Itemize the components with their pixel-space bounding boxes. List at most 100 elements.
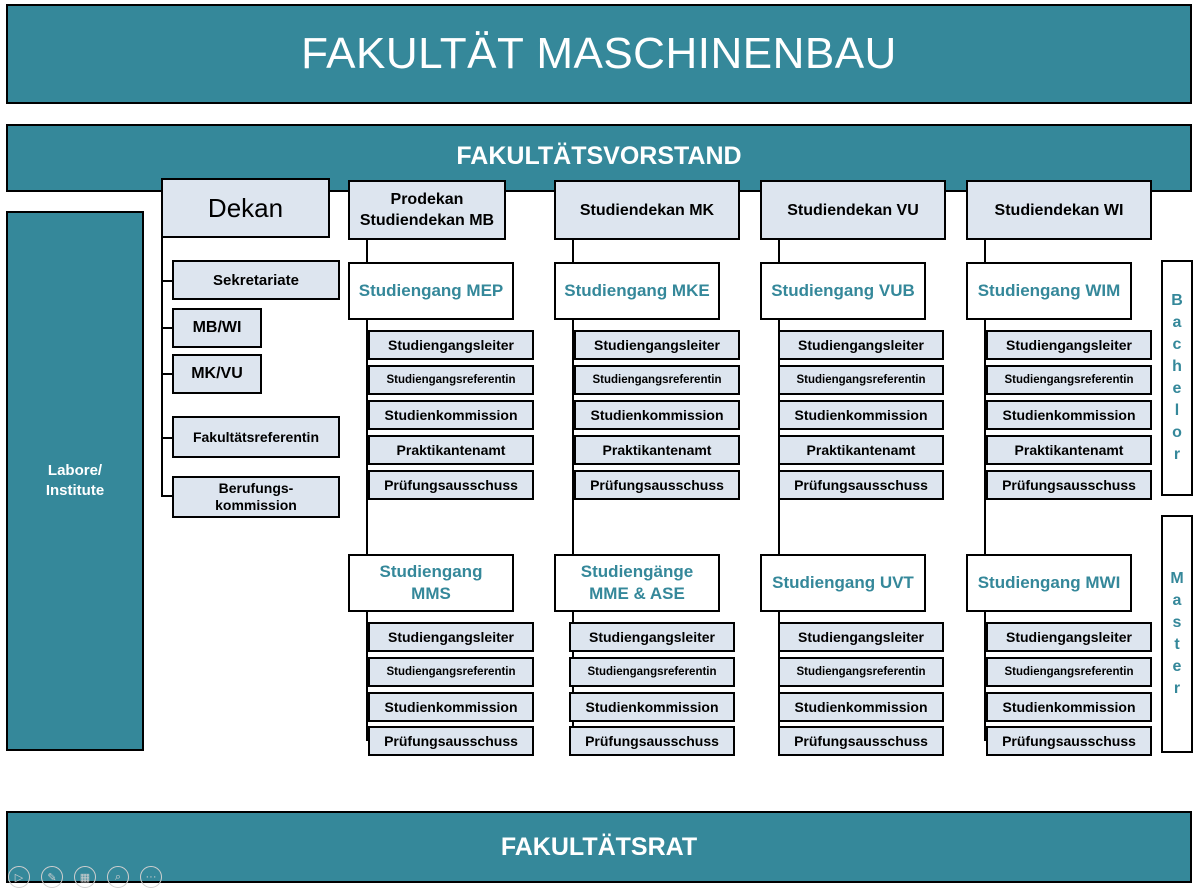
role-studienkommission: Studienkommission (778, 692, 944, 722)
bachelor-program-2-line-1: Studiengang MKE (564, 281, 710, 300)
role-studiengangsleiter: Studiengangsleiter (778, 330, 944, 360)
role-studiengangsreferentin: Studiengangsreferentin (986, 657, 1152, 687)
role-studiengangsreferentin: Studiengangsreferentin (574, 365, 740, 395)
bachelor-letters-letter: r (1173, 446, 1181, 463)
sekretariate-box: Sekretariate (172, 260, 340, 300)
studiendekan-header-2-line-1: Studiendekan MK (579, 201, 715, 219)
mbwi-label: MB/WI (192, 319, 242, 336)
master-program-4: Studiengang MWI (966, 554, 1132, 612)
studiendekan-header-2: Studiendekan MK (554, 180, 740, 240)
studiendekan-header-1-line-2: Studiendekan MB (359, 212, 495, 229)
master-program-1-line-2: MMS (411, 584, 451, 603)
connector (161, 495, 173, 497)
role-studiengangsreferentin: Studiengangsreferentin (368, 657, 534, 687)
bachelor-letters-letter: h (1172, 358, 1182, 375)
slides-icon[interactable]: ▦ (74, 866, 96, 888)
bachelor-program-2: Studiengang MKE (554, 262, 720, 320)
bachelor-letters-letter: o (1172, 424, 1182, 441)
bachelor-letters-letter: a (1172, 314, 1182, 331)
studiendekan-header-3: Studiendekan VU (760, 180, 946, 240)
role-studienkommission: Studienkommission (368, 692, 534, 722)
role-pruefungsausschuss: Prüfungsausschuss (368, 470, 534, 500)
master-program-3-line-1: Studiengang UVT (772, 573, 914, 592)
master-letters-letter: a (1172, 592, 1182, 609)
master-program-3: Studiengang UVT (760, 554, 926, 612)
labore-line-1: Labore/ (47, 462, 103, 479)
studiendekan-header-4: Studiendekan WI (966, 180, 1152, 240)
bachelor-letters-letter: e (1172, 380, 1182, 397)
master-letters-letter: t (1174, 636, 1180, 653)
role-studiengangsleiter: Studiengangsleiter (574, 330, 740, 360)
column-connector (984, 240, 986, 741)
role-studiengangsleiter: Studiengangsleiter (986, 622, 1152, 652)
role-pruefungsausschuss: Prüfungsausschuss (986, 470, 1152, 500)
role-praktikantenamt: Praktikantenamt (778, 435, 944, 465)
role-studiengangsleiter: Studiengangsleiter (368, 330, 534, 360)
bachelor-letters-letter: c (1172, 336, 1182, 353)
more-icon[interactable]: ··· (140, 866, 162, 888)
role-pruefungsausschuss: Prüfungsausschuss (574, 470, 740, 500)
vorstand-title: FAKULTÄTSVORSTAND (456, 142, 742, 170)
bachelor-program-1: Studiengang MEP (348, 262, 514, 320)
studiendekan-header-1-line-1: Prodekan (390, 191, 464, 208)
mkvu-box: MK/VU (172, 354, 262, 394)
master-program-2-line-1: Studiengänge (580, 562, 694, 581)
role-studienkommission: Studienkommission (986, 692, 1152, 722)
role-pruefungsausschuss: Prüfungsausschuss (569, 726, 735, 756)
role-studiengangsreferentin: Studiengangsreferentin (569, 657, 735, 687)
role-pruefungsausschuss: Prüfungsausschuss (778, 470, 944, 500)
bachelor-program-3: Studiengang VUB (760, 262, 926, 320)
dekan-connector (161, 238, 163, 495)
master-letters-letter: r (1173, 680, 1181, 697)
master-program-2-line-2: MME & ASE (589, 584, 685, 603)
zoom-icon[interactable]: ⌕ (107, 866, 129, 888)
role-studiengangsleiter: Studiengangsleiter (986, 330, 1152, 360)
role-pruefungsausschuss: Prüfungsausschuss (368, 726, 534, 756)
role-studiengangsreferentin: Studiengangsreferentin (368, 365, 534, 395)
role-studienkommission: Studienkommission (574, 400, 740, 430)
berufung-line-2: kommission (215, 497, 297, 513)
labore-line-2: Institute (45, 482, 105, 499)
role-studienkommission: Studienkommission (778, 400, 944, 430)
rat-banner: FAKULTÄTSRAT (6, 811, 1192, 883)
bachelor-program-4-line-1: Studiengang WIM (977, 281, 1121, 300)
fakref-box: Fakultätsreferentin (172, 416, 340, 458)
mbwi-box: MB/WI (172, 308, 262, 348)
bachelor-program-4: Studiengang WIM (966, 262, 1132, 320)
role-studiengangsreferentin: Studiengangsreferentin (778, 657, 944, 687)
master-program-4-line-1: Studiengang MWI (977, 573, 1121, 592)
faculty-title: FAKULTÄT MASCHINENBAU (301, 29, 897, 78)
role-studienkommission: Studienkommission (569, 692, 735, 722)
rat-title: FAKULTÄTSRAT (500, 832, 698, 861)
pen-icon[interactable]: ✎ (41, 866, 63, 888)
play-icon[interactable]: ▷ (8, 866, 30, 888)
sekretariate-label: Sekretariate (213, 271, 299, 289)
master-letters-letter: e (1172, 658, 1182, 675)
role-studiengangsreferentin: Studiengangsreferentin (986, 365, 1152, 395)
mkvu-label: MK/VU (191, 365, 243, 382)
column-connector (572, 240, 574, 741)
bachelor-program-1-line-1: Studiengang MEP (358, 281, 504, 300)
role-praktikantenamt: Praktikantenamt (986, 435, 1152, 465)
fakref-label: Fakultätsreferentin (192, 429, 320, 445)
role-praktikantenamt: Praktikantenamt (574, 435, 740, 465)
role-studienkommission: Studienkommission (368, 400, 534, 430)
connector (161, 280, 173, 282)
master-letters-letter: s (1172, 614, 1182, 631)
column-connector (366, 240, 368, 741)
bachelor-letters-letter: B (1171, 292, 1183, 309)
studiendekan-header-3-line-1: Studiendekan VU (787, 201, 919, 219)
role-praktikantenamt: Praktikantenamt (368, 435, 534, 465)
role-studiengangsreferentin: Studiengangsreferentin (778, 365, 944, 395)
role-studiengangsleiter: Studiengangsleiter (368, 622, 534, 652)
role-pruefungsausschuss: Prüfungsausschuss (778, 726, 944, 756)
dekan-box: Dekan (161, 178, 330, 238)
faculty-title-banner: FAKULTÄT MASCHINENBAU (6, 4, 1192, 104)
